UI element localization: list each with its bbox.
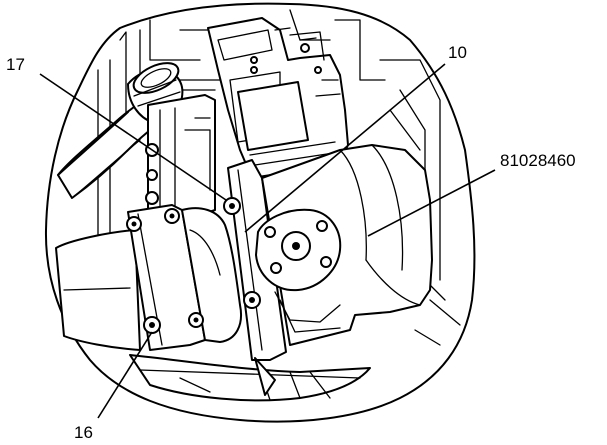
coupling-flange <box>55 204 242 351</box>
leader-lines <box>39 63 496 419</box>
callout-16: 16 <box>74 423 93 442</box>
leader-16 <box>97 331 153 419</box>
leader-81028460 <box>367 169 496 237</box>
callout-81028460: 81028460 <box>500 151 576 170</box>
leader-17 <box>39 73 227 201</box>
base-plate <box>129 354 371 402</box>
callout-10: 10 <box>448 43 467 62</box>
mounting-bracket <box>145 94 216 219</box>
valve-assembly <box>207 17 349 179</box>
callout-17: 17 <box>6 55 25 74</box>
hydraulic-pump <box>255 144 433 346</box>
detail-view-outline <box>44 2 476 423</box>
leader-10 <box>244 63 446 233</box>
